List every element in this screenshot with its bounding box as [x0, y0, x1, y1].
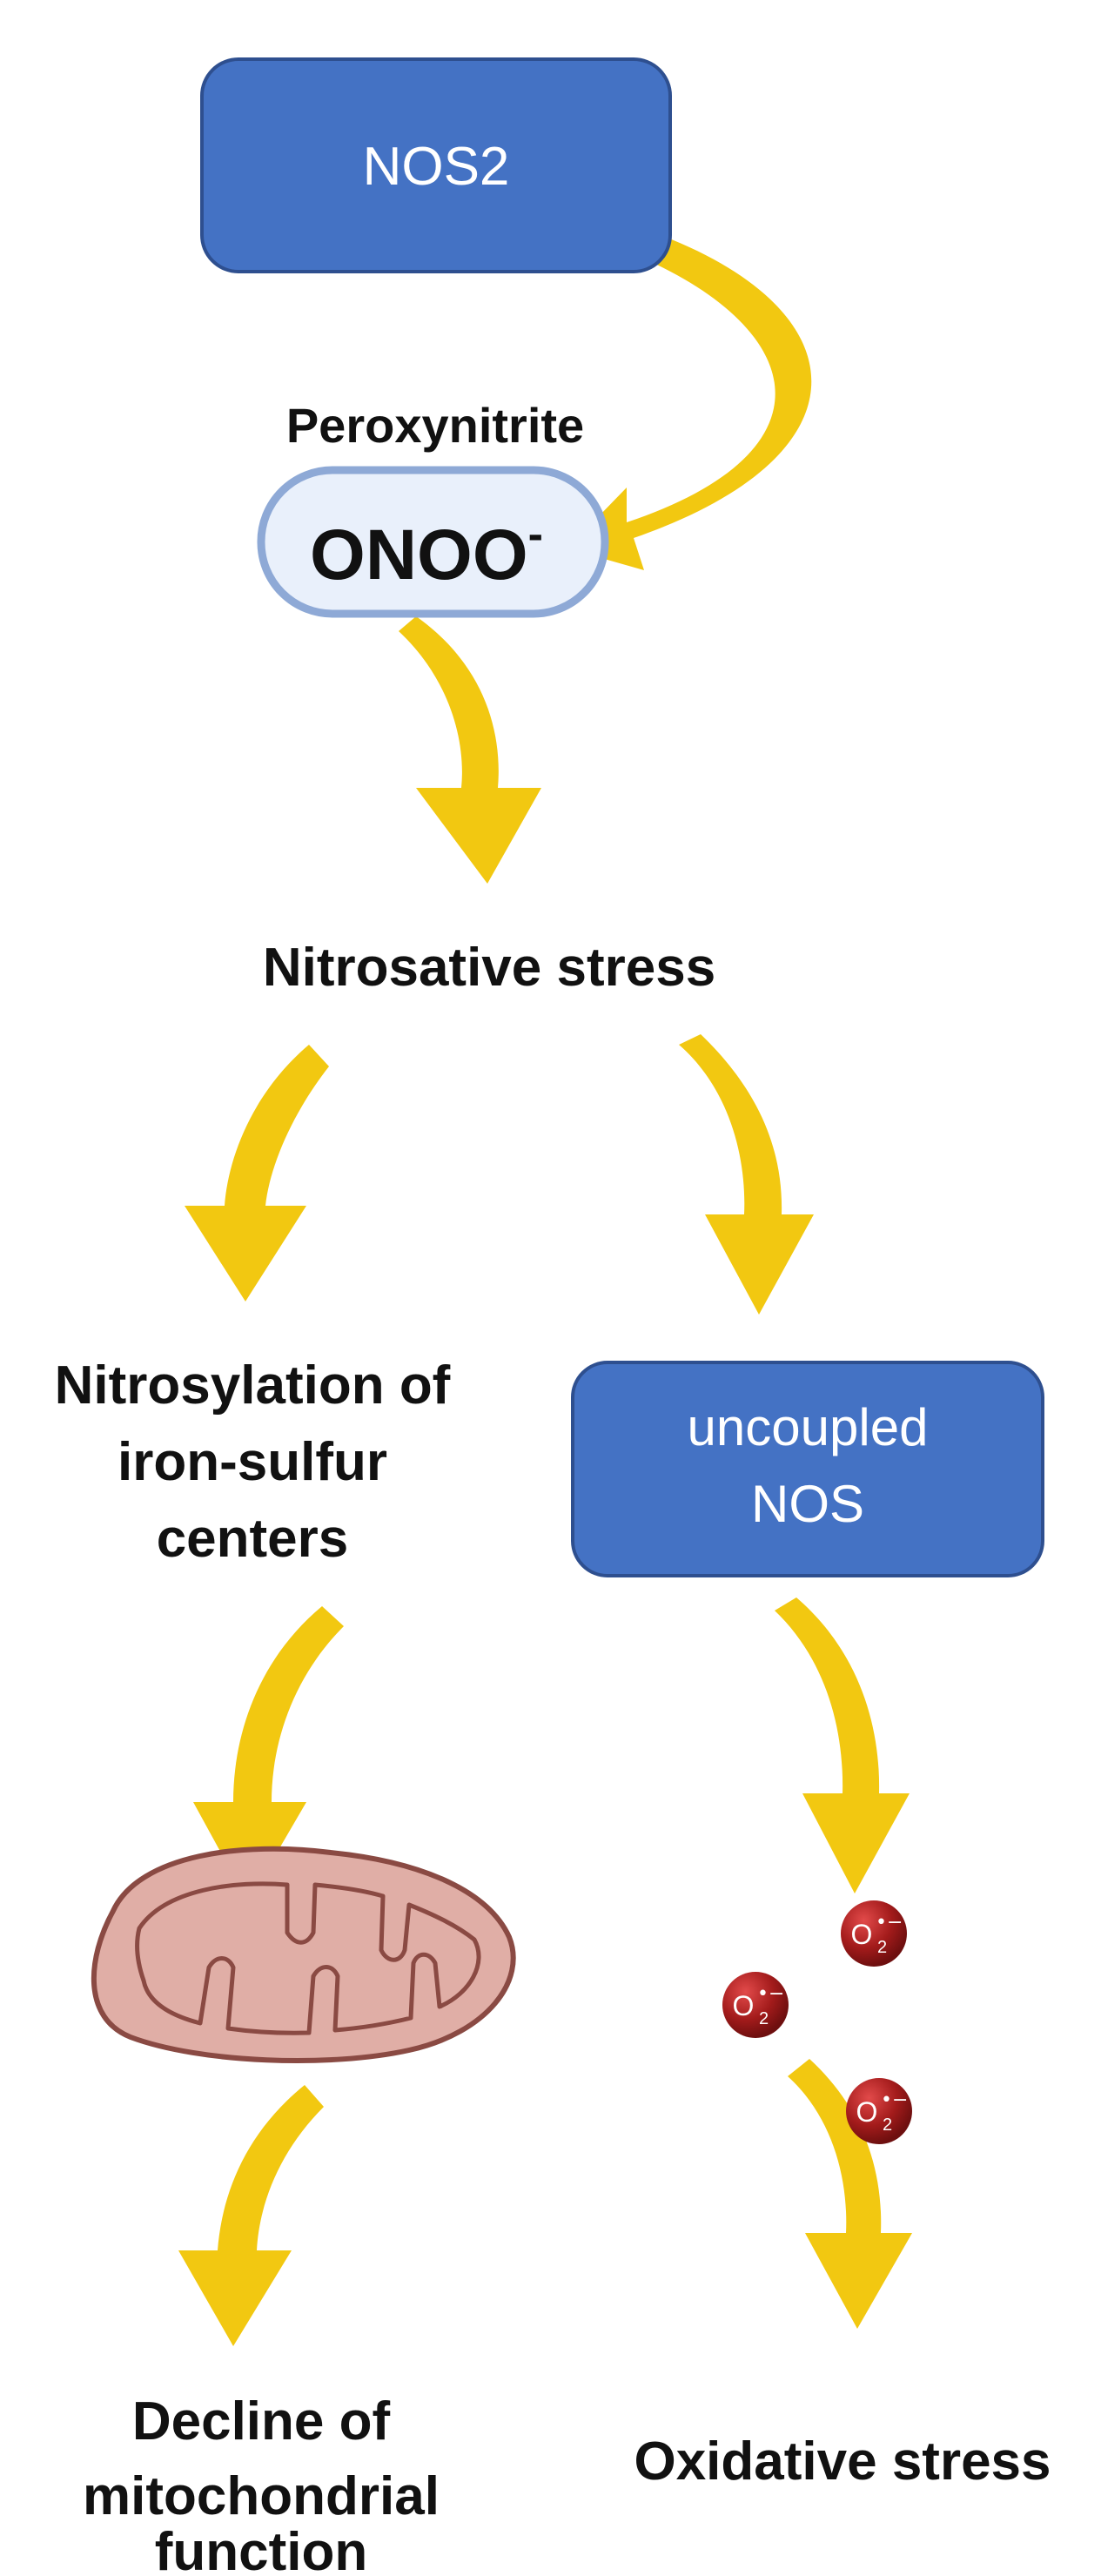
- arrow-nitrosative-to-nitrosylation: [185, 1045, 329, 1301]
- radical-subscript: 2: [759, 2009, 769, 2028]
- radical-subscript: 2: [877, 1938, 887, 1957]
- arrow-radicals-to-oxidative: [788, 2059, 912, 2329]
- onoo-pill: ONOO-: [257, 466, 609, 618]
- radical-symbol: O: [733, 1990, 755, 2021]
- nitrosylation-label: Nitrosylation of iron-sulfur centers: [55, 1355, 451, 1569]
- radical-symbol: O: [851, 1919, 873, 1950]
- decline-line3: function: [155, 2522, 368, 2576]
- nitrosylation-line2: iron-sulfur: [117, 1432, 387, 1492]
- nitrosylation-line1: Nitrosylation of: [55, 1355, 451, 1416]
- radical-sphere: [841, 1900, 907, 1967]
- uncoupled-nos-line1: uncoupled: [688, 1398, 929, 1456]
- radical-sphere: [722, 1972, 789, 2038]
- nos2-label: NOS2: [363, 137, 510, 197]
- arrow-nos2-to-peroxynitrite: [567, 231, 812, 570]
- radical-superscript: •−: [757, 1983, 784, 2005]
- decline-line2: mitochondrial: [83, 2466, 440, 2526]
- nos2-box: NOS2: [200, 57, 672, 273]
- nitrosative-stress-label: Nitrosative stress: [263, 938, 715, 998]
- peroxynitrite-title: Peroxynitrite: [286, 398, 584, 453]
- uncoupled-nos-box: uncoupled NOS: [571, 1361, 1044, 1577]
- arrow-peroxynitrite-to-nitrosative: [399, 616, 541, 884]
- arrows: [178, 231, 912, 2346]
- arrow-uncoupled-to-radicals: [775, 1597, 910, 1893]
- mitochondrion-icon: [91, 1846, 516, 2063]
- svg-text:ONOO-: ONOO-: [310, 509, 543, 595]
- arrow-mitochondrion-to-decline: [178, 2085, 324, 2346]
- decline-line1: Decline of: [132, 2391, 391, 2452]
- radical-symbol: O: [856, 2096, 878, 2128]
- arrow-nitrosylation-to-mitochondrion: [193, 1606, 344, 1902]
- radical-subscript: 2: [883, 2115, 892, 2135]
- onoo-charge: -: [528, 509, 543, 560]
- uncoupled-nos-line2: NOS: [751, 1475, 864, 1533]
- nitrosylation-line3: centers: [157, 1509, 349, 1569]
- oxidative-stress-label: Oxidative stress: [634, 2431, 1051, 2492]
- onoo-formula: ONOO: [310, 515, 528, 595]
- arrow-nitrosative-to-uncoupled: [679, 1034, 814, 1315]
- decline-label: Decline of mitochondrial function: [83, 2391, 440, 2576]
- radical-sphere: [846, 2078, 912, 2144]
- radical-superscript: •−: [876, 1912, 903, 1934]
- radical-superscript: •−: [881, 2089, 908, 2111]
